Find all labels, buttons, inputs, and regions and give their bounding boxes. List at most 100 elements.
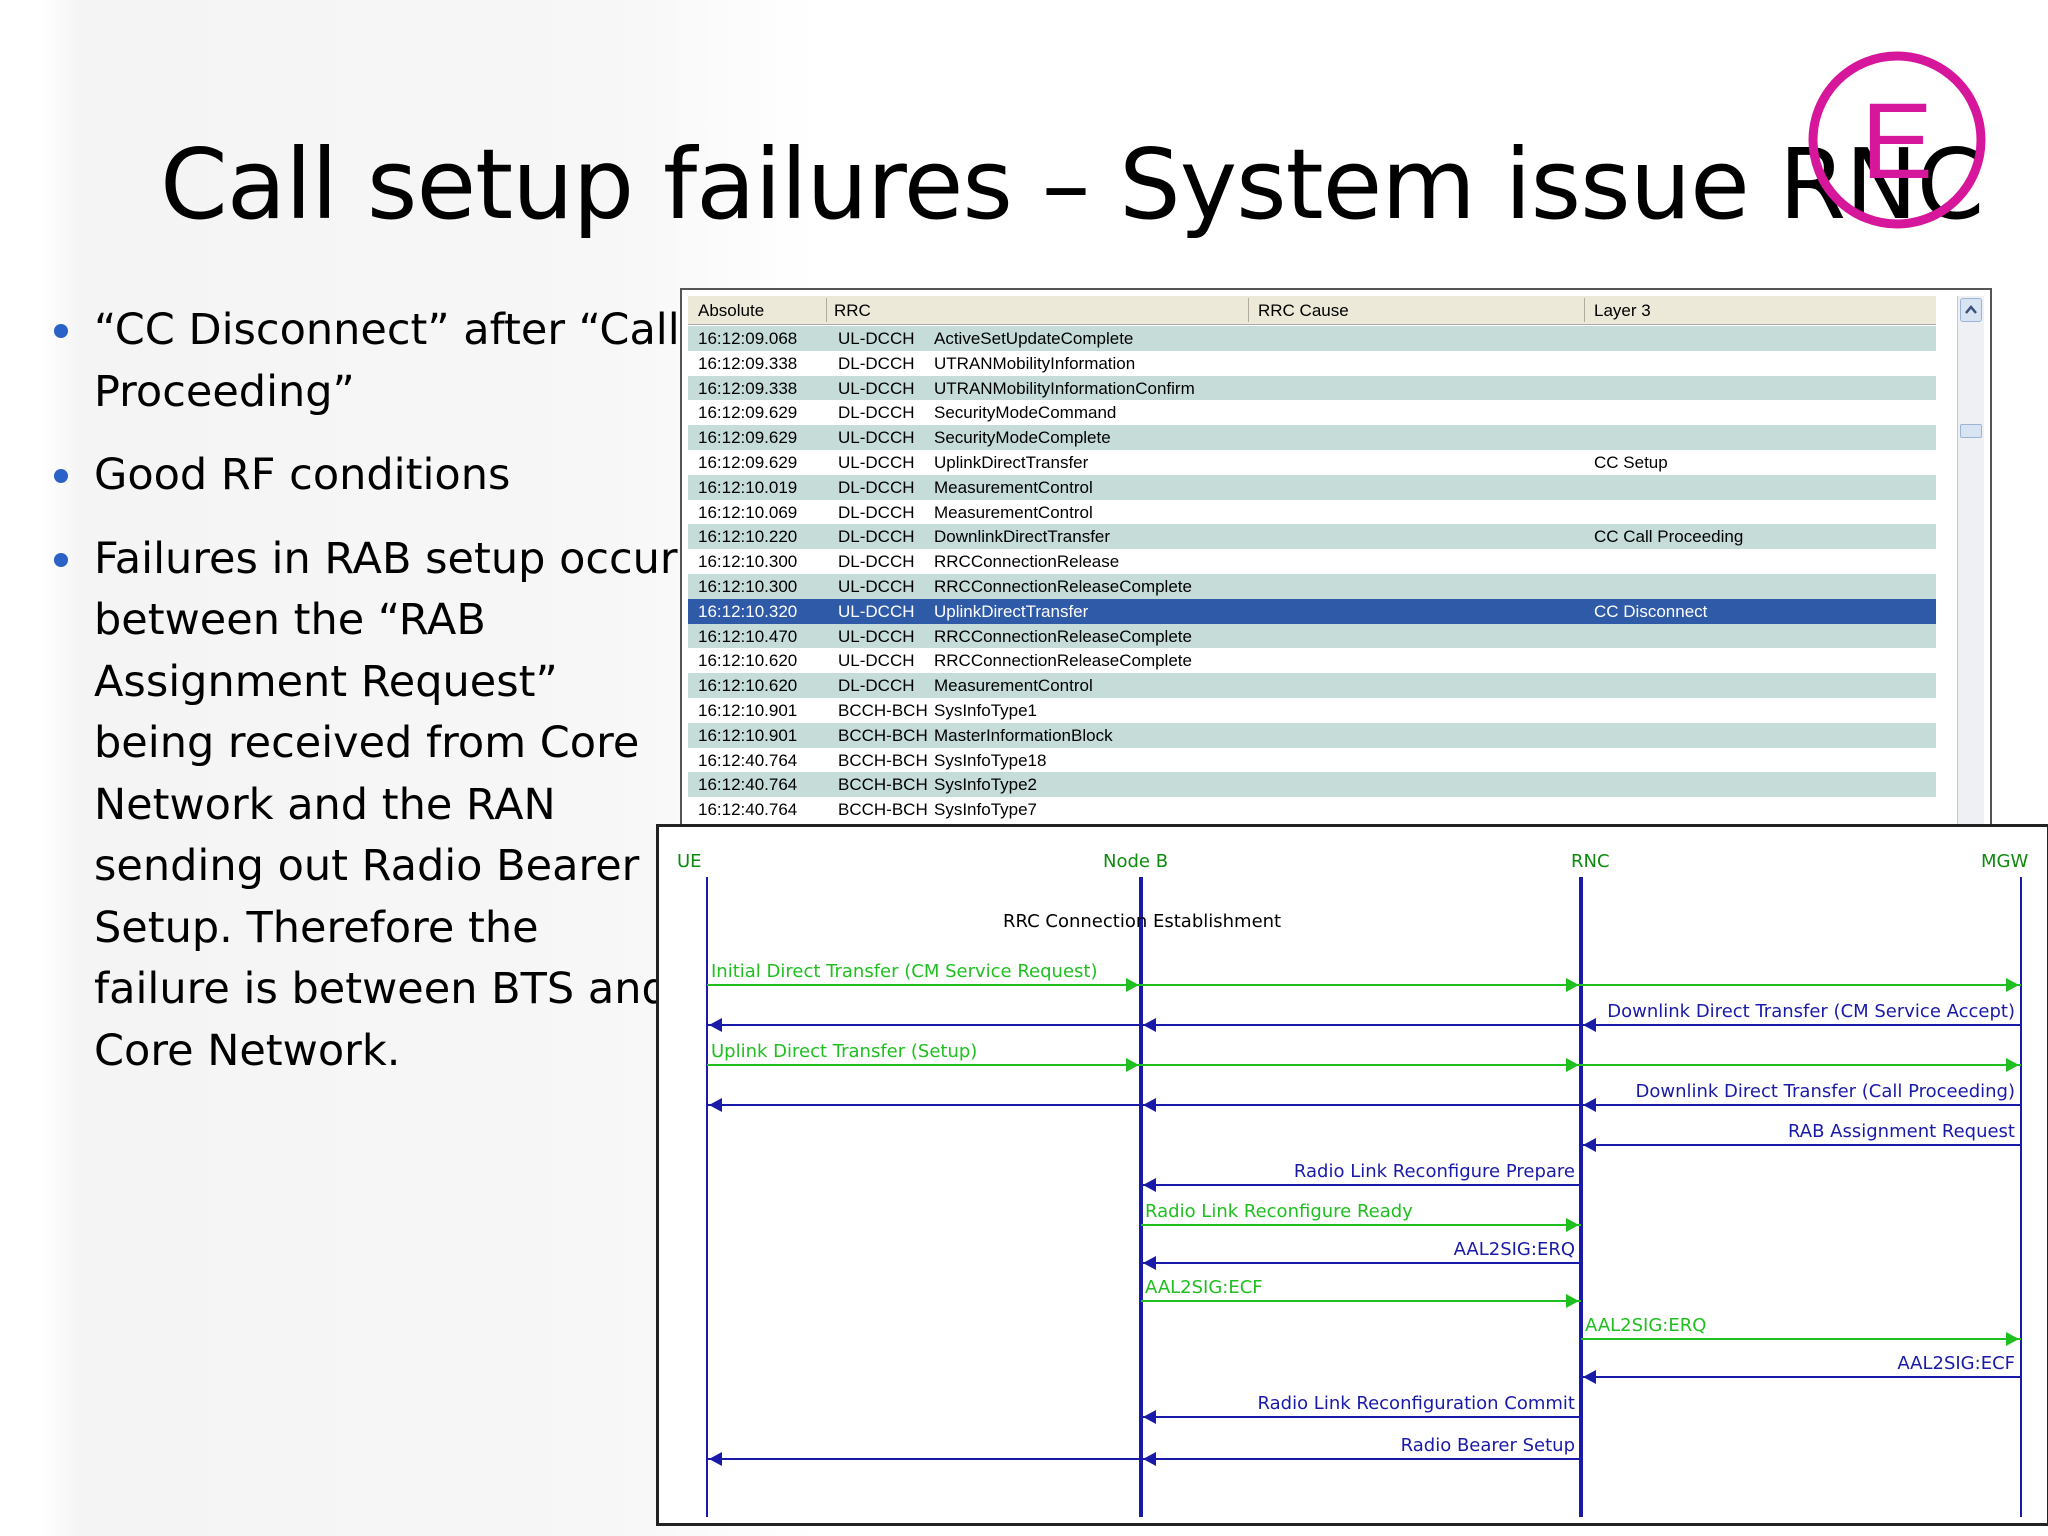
message-label: AAL2SIG:ERQ bbox=[1585, 1315, 1706, 1336]
vertical-scrollbar[interactable] bbox=[1957, 296, 1984, 830]
message-label: Downlink Direct Transfer (Call Proceedin… bbox=[1635, 1081, 2015, 1102]
arrowhead-icon bbox=[2006, 1058, 2019, 1072]
trace-cell-time: 16:12:09.629 bbox=[698, 403, 798, 423]
bullet-dot-icon bbox=[54, 324, 68, 338]
trace-row[interactable]: 16:12:10.069 DL-DCCH MeasurementControl bbox=[688, 500, 1936, 525]
arrowhead-icon bbox=[1566, 1294, 1579, 1308]
arrowhead-icon bbox=[1566, 1218, 1579, 1232]
scroll-thumb[interactable] bbox=[1960, 424, 1982, 438]
trace-row[interactable]: 16:12:09.068 UL-DCCH ActiveSetUpdateComple… bbox=[688, 326, 1936, 351]
trace-row[interactable]: 16:12:10.901 BCCH-BCH MasterInformationBlo… bbox=[688, 722, 1936, 748]
column-header-absolute[interactable]: Absolute bbox=[698, 301, 765, 320]
trace-cell-message: ActiveSetUpdateComplete bbox=[934, 329, 1134, 348]
trace-cell-channel: UL-DCCH bbox=[838, 378, 915, 398]
message-label: RAB Assignment Request bbox=[1788, 1121, 2015, 1142]
message-label: AAL2SIG:ECF bbox=[1145, 1277, 1263, 1298]
brand-logo-icon: E bbox=[1808, 51, 1986, 229]
logo-letter: E bbox=[1861, 80, 1933, 201]
trace-cell-time: 16:12:10.901 bbox=[698, 725, 798, 745]
trace-cell-message: SysInfoType7 bbox=[934, 800, 1038, 820]
trace-cell-layer3: CC Setup bbox=[1594, 452, 1668, 472]
trace-cell-time: 16:12:10.620 bbox=[698, 651, 798, 671]
trace-row[interactable]: 16:12:10.220 DL-DCCH DownlinkDirectTransfe… bbox=[688, 524, 1936, 550]
trace-cell-message: UTRANMobilityInformation bbox=[934, 353, 1136, 373]
bullet-dot-icon bbox=[54, 552, 68, 567]
trace-cell-channel: UL-DCCH bbox=[838, 428, 915, 448]
trace-cell-channel: UL-DCCH bbox=[838, 601, 915, 621]
arrowhead-icon bbox=[1143, 1452, 1156, 1466]
arrowhead-icon bbox=[1583, 1138, 1596, 1152]
trace-cell-channel: DL-DCCH bbox=[838, 502, 915, 522]
trace-cell-time: 16:12:40.764 bbox=[698, 800, 798, 820]
trace-cell-message: DownlinkDirectTransfer bbox=[934, 527, 1111, 547]
arrowhead-icon bbox=[1126, 978, 1139, 992]
trace-cell-time: 16:12:09.629 bbox=[698, 428, 798, 448]
trace-cell-time: 16:12:10.300 bbox=[698, 552, 798, 572]
trace-cell-channel: DL-DCCH bbox=[838, 527, 915, 547]
trace-cell-message: UplinkDirectTransfer bbox=[934, 601, 1089, 621]
trace-cell-message: RRCConnectionRelease bbox=[934, 552, 1120, 572]
message-label: Radio Link Reconfigure Ready bbox=[1145, 1201, 1413, 1222]
scroll-up-button[interactable] bbox=[1960, 298, 1982, 322]
trace-cell-message: RRCConnectionReleaseComplete bbox=[934, 626, 1192, 646]
trace-cell-message: MeasurementControl bbox=[934, 676, 1093, 696]
entity-label: RNC bbox=[1571, 851, 1610, 872]
trace-cell-time: 16:12:10.320 bbox=[698, 601, 798, 621]
trace-cell-channel: DL-DCCH bbox=[838, 353, 915, 373]
column-header-layer3[interactable]: Layer 3 bbox=[1594, 301, 1651, 320]
trace-cell-time: 16:12:10.019 bbox=[698, 477, 798, 497]
trace-cell-message: UTRANMobilityInformationConfirm bbox=[934, 378, 1195, 398]
column-header-rrc-cause[interactable]: RRC Cause bbox=[1258, 301, 1349, 320]
phase-note: RRC Connection Establishment bbox=[1003, 911, 1281, 932]
arrowhead-icon bbox=[1143, 1256, 1156, 1270]
trace-cell-channel: BCCH-BCH bbox=[838, 775, 928, 795]
arrowhead-icon bbox=[1143, 1098, 1156, 1112]
trace-cell-message: SysInfoType2 bbox=[934, 775, 1038, 795]
bullet-item: Good RF conditions bbox=[48, 445, 688, 507]
arrowhead-icon bbox=[2006, 1332, 2019, 1346]
trace-cell-time: 16:12:09.068 bbox=[698, 329, 798, 348]
entity-label: UE bbox=[677, 851, 702, 872]
column-header-rrc[interactable]: RRC bbox=[834, 301, 871, 320]
trace-row[interactable]: 16:12:09.629 UL-DCCH SecurityModeComplete bbox=[688, 425, 1936, 450]
trace-cell-layer3: CC Call Proceeding bbox=[1594, 527, 1744, 547]
trace-cell-message: MeasurementControl bbox=[934, 477, 1093, 497]
arrowhead-icon bbox=[1126, 1058, 1139, 1072]
trace-cell-message: RRCConnectionReleaseComplete bbox=[934, 576, 1192, 596]
trace-cell-channel: DL-DCCH bbox=[838, 403, 915, 423]
trace-cell-channel: BCCH-BCH bbox=[838, 725, 928, 745]
trace-cell-channel: UL-DCCH bbox=[838, 452, 915, 472]
arrowhead-icon bbox=[1566, 978, 1579, 992]
message-label: Radio Link Reconfiguration Commit bbox=[1258, 1393, 1576, 1414]
trace-cell-time: 16:12:10.220 bbox=[698, 527, 798, 547]
slide-title: Call setup failures – System issue RNC bbox=[160, 128, 1984, 241]
trace-cell-message: SecurityModeComplete bbox=[934, 428, 1111, 448]
arrowhead-icon bbox=[1583, 1098, 1596, 1112]
trace-cell-time: 16:12:10.901 bbox=[698, 700, 798, 720]
trace-cell-channel: UL-DCCH bbox=[838, 329, 915, 348]
arrowhead-icon bbox=[1583, 1370, 1596, 1384]
entity-label: MGW bbox=[1981, 851, 2028, 872]
trace-cell-message: MeasurementControl bbox=[934, 502, 1093, 522]
trace-cell-time: 16:12:10.300 bbox=[698, 576, 798, 596]
message-trace-screenshot: Absolute RRC RRC Cause Layer 3 16:12:09.… bbox=[680, 288, 1992, 832]
trace-cell-time: 16:12:10.069 bbox=[698, 502, 798, 522]
bullet-item: Failures in RAB setup occur between the … bbox=[48, 529, 688, 1083]
arrowhead-icon bbox=[1143, 1410, 1156, 1424]
trace-cell-message: MasterInformationBlock bbox=[934, 725, 1113, 745]
